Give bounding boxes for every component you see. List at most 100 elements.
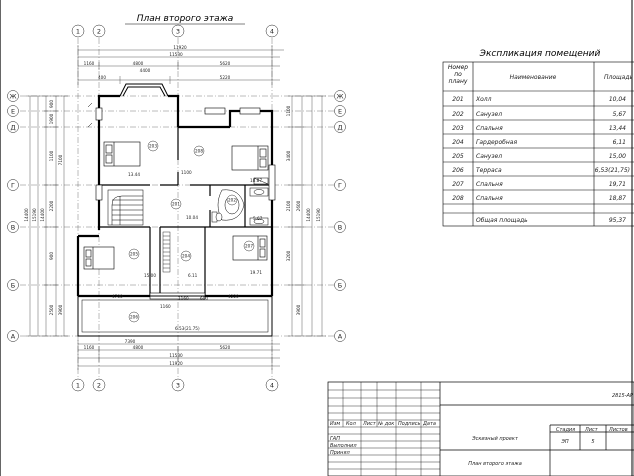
stage-value: ЭП — [560, 439, 568, 445]
row-name: Санузел — [476, 153, 502, 160]
dim-text: 400 — [98, 75, 106, 80]
dim-text: 3400 — [286, 150, 291, 161]
axis-label: Е — [338, 108, 342, 116]
room-number: 201 — [172, 202, 180, 207]
dim-text: 2100 — [286, 200, 291, 211]
dim-text: 3900 — [296, 304, 301, 315]
drawing-code: 2815-АР — [612, 393, 633, 399]
room-number: 205 — [130, 252, 138, 257]
room-area: 6.11 — [188, 273, 198, 278]
stamp-col: Лист — [362, 421, 377, 427]
axis-label: 2 — [97, 28, 101, 36]
axis-label: Б — [338, 282, 342, 290]
dim-text: 11530 — [169, 52, 183, 57]
axis-label: Г — [338, 182, 342, 190]
room-area: 5.67 — [253, 216, 263, 221]
bay-window — [119, 83, 169, 97]
row-name: Гардеробная — [476, 139, 517, 146]
row-area: 10,04 — [609, 96, 626, 103]
dim-text: 14400 — [24, 208, 29, 222]
stage-header: Стадия — [556, 427, 575, 433]
staircase — [107, 189, 144, 226]
axis-label: 3 — [176, 28, 180, 36]
explication-rows: 201 Холл 10,04 202 Санузел 5,67 203 Спал… — [452, 96, 630, 224]
room-area: 19.71 — [250, 270, 262, 275]
row-num: 206 — [452, 167, 464, 174]
axis-label: Г — [11, 182, 15, 190]
row-name: Спальня — [476, 125, 503, 132]
dim-text: 3200 — [286, 250, 291, 261]
room-number: 207 — [245, 244, 253, 249]
row-name: Санузел — [476, 111, 502, 118]
stamp-role: Выполнил — [330, 443, 357, 449]
room-area: 15.00 — [144, 273, 156, 278]
dim-text: 4700 — [112, 294, 123, 299]
title-block — [327, 381, 634, 476]
row-num: 204 — [452, 139, 464, 146]
room-area: 13.44 — [128, 172, 140, 177]
stamp-col: № док — [377, 421, 394, 427]
bed-icon — [232, 235, 268, 261]
dim-text: 4400 — [140, 68, 151, 73]
row-area: 18,87 — [609, 195, 626, 202]
dim-labels-left: 900 1900 1100 2200 900 2500 14400 15190 … — [24, 100, 63, 316]
dim-text: 1100 — [181, 170, 192, 175]
stamp-role: ГАП — [330, 436, 340, 442]
dim-text: 2200 — [49, 200, 54, 211]
total-value: 95,37 — [609, 217, 626, 224]
sheet-value: 5 — [591, 439, 594, 445]
bed-icon — [231, 145, 269, 171]
row-name: Холл — [475, 96, 492, 103]
explication-col-num: Номер по плану — [448, 64, 468, 85]
explication-col-name: Наименование — [510, 74, 557, 81]
axis-label: Б — [11, 282, 15, 290]
dim-text: 4800 — [133, 61, 144, 66]
project-name: Эскизный проект — [471, 436, 519, 442]
dim-text: 600 — [200, 296, 208, 301]
axis-label: В — [11, 224, 15, 232]
bed-icon — [83, 246, 115, 270]
dim-text: 1160 — [160, 304, 171, 309]
dim-text: 2500 — [49, 304, 54, 315]
dim-text: 1160 — [84, 61, 95, 66]
explication-title: Экспликация помещений — [479, 49, 601, 59]
total-label: Общая площадь — [476, 217, 528, 224]
row-area: 19,71 — [609, 181, 626, 188]
row-num: 203 — [452, 125, 464, 132]
axis-label: 4 — [270, 382, 274, 390]
bed-icon — [103, 141, 141, 167]
room-markers — [128, 140, 255, 323]
axis-label: 3 — [176, 382, 180, 390]
dim-text: 11920 — [169, 361, 183, 366]
room-area: 6.53(21.75) — [175, 326, 200, 331]
axis-label: Ж — [9, 93, 16, 101]
stamp-role: Принял — [330, 450, 350, 456]
row-num: 207 — [452, 181, 464, 188]
room-number: 203 — [149, 144, 157, 149]
row-name: Терраса — [476, 167, 502, 174]
row-num: 205 — [452, 153, 464, 160]
axis-label: А — [338, 333, 343, 341]
dim-text: 4220 — [228, 294, 239, 299]
row-name: Спальня — [476, 181, 503, 188]
row-area: 6,11 — [613, 139, 626, 146]
plan-title: План второго этажа — [137, 14, 233, 24]
dim-text: 15190 — [32, 208, 37, 222]
sheet-header: Лист — [584, 427, 599, 433]
sheet-name: План второго этажа — [468, 461, 522, 467]
dim-text: 1160 — [84, 345, 95, 350]
wardrobe-rack — [162, 231, 171, 273]
dimensions-left — [26, 95, 68, 337]
dim-text: 14400 — [40, 208, 45, 222]
interior-walls — [99, 127, 272, 296]
toilet-icon — [211, 211, 223, 223]
shower-icon — [253, 177, 269, 185]
dim-text: 900 — [49, 252, 54, 260]
dim-text: 15190 — [316, 208, 321, 222]
dim-text: 11920 — [173, 45, 187, 50]
terrace — [77, 295, 273, 337]
dim-labels-right: 1100 3400 2100 3200 2600 3900 14400 1519… — [286, 105, 321, 315]
dim-text: 11530 — [169, 353, 183, 358]
windows — [95, 107, 276, 300]
